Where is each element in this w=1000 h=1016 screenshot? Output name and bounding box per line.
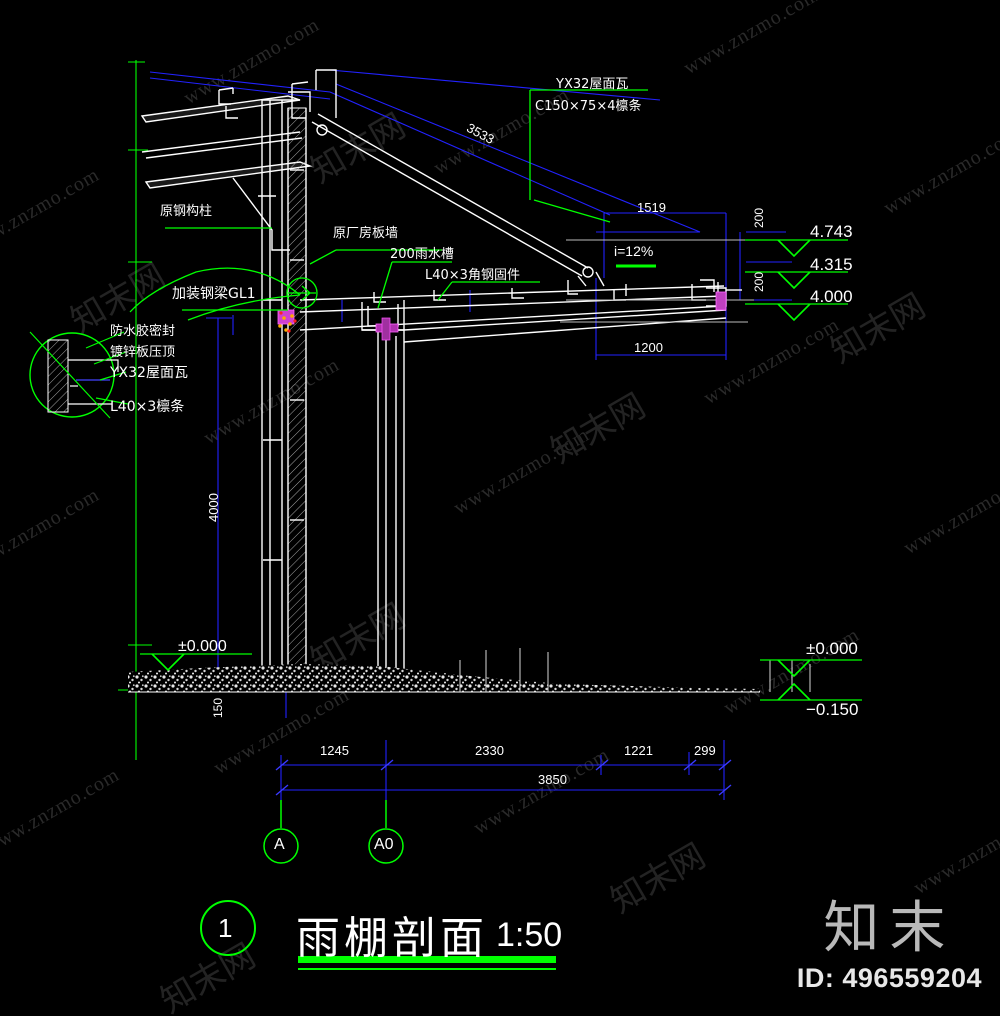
blue-dimension-lines: [149, 69, 792, 800]
green-reference-lines: [118, 60, 760, 760]
title-underline: [200, 900, 556, 970]
blue-dim-ticks: [275, 759, 732, 796]
grid-bubble-group: [263, 800, 404, 864]
structure-outline: [140, 69, 754, 690]
left-detail-callout: [29, 331, 129, 419]
elevation-symbols-right: [151, 239, 811, 701]
ground-line: [127, 664, 760, 693]
green-leaders: [129, 89, 862, 701]
footing-lines: [459, 648, 811, 692]
